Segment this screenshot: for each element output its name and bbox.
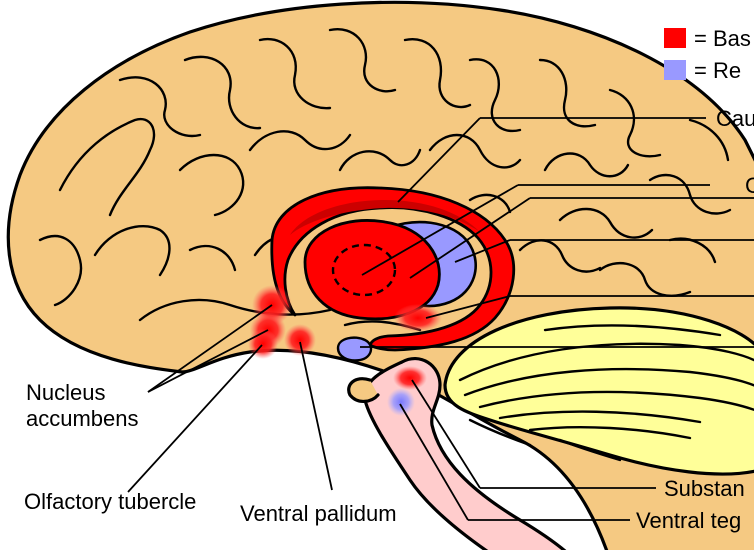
glow-amygdala (394, 304, 442, 332)
label-nucleus-accumbens-line2: accumbens (26, 406, 139, 431)
leader-lines (127, 117, 754, 521)
label-substantia-nigra: Substan (664, 476, 745, 501)
caudate-nucleus (270, 186, 516, 352)
caudate-dark-band (290, 200, 480, 235)
cortex-gyri (38, 28, 732, 332)
brainstem (363, 356, 567, 550)
glow-ventral-tegmental-area (387, 388, 415, 416)
label-nucleus-accumbens-line1: Nucleus (26, 380, 105, 405)
label-caudate: Cau (716, 106, 754, 131)
glow-regions (248, 285, 442, 416)
glow-ventral-pallidum (284, 324, 316, 356)
glow-substantia-nigra (393, 366, 427, 390)
thalamus-dashed-outline (331, 243, 397, 297)
cerebellum-folia (458, 324, 754, 462)
legend-label-related-nuclei: = Re (694, 58, 741, 83)
legend: = Bas = Re (664, 26, 751, 83)
legend-swatch-related-nuclei (664, 60, 686, 80)
hypothalamus (347, 377, 380, 403)
label-olfactory-tubercle: Olfactory tubercle (24, 489, 196, 514)
subthalamic-nucleus (336, 336, 373, 362)
label-ventral-tegmental: Ventral teg (636, 508, 741, 533)
legend-label-basal-ganglia: = Bas (694, 26, 751, 51)
legend-swatch-basal-ganglia (664, 28, 686, 48)
label-ventral-pallidum: Ventral pallidum (240, 501, 397, 526)
label-c: C (745, 173, 754, 198)
